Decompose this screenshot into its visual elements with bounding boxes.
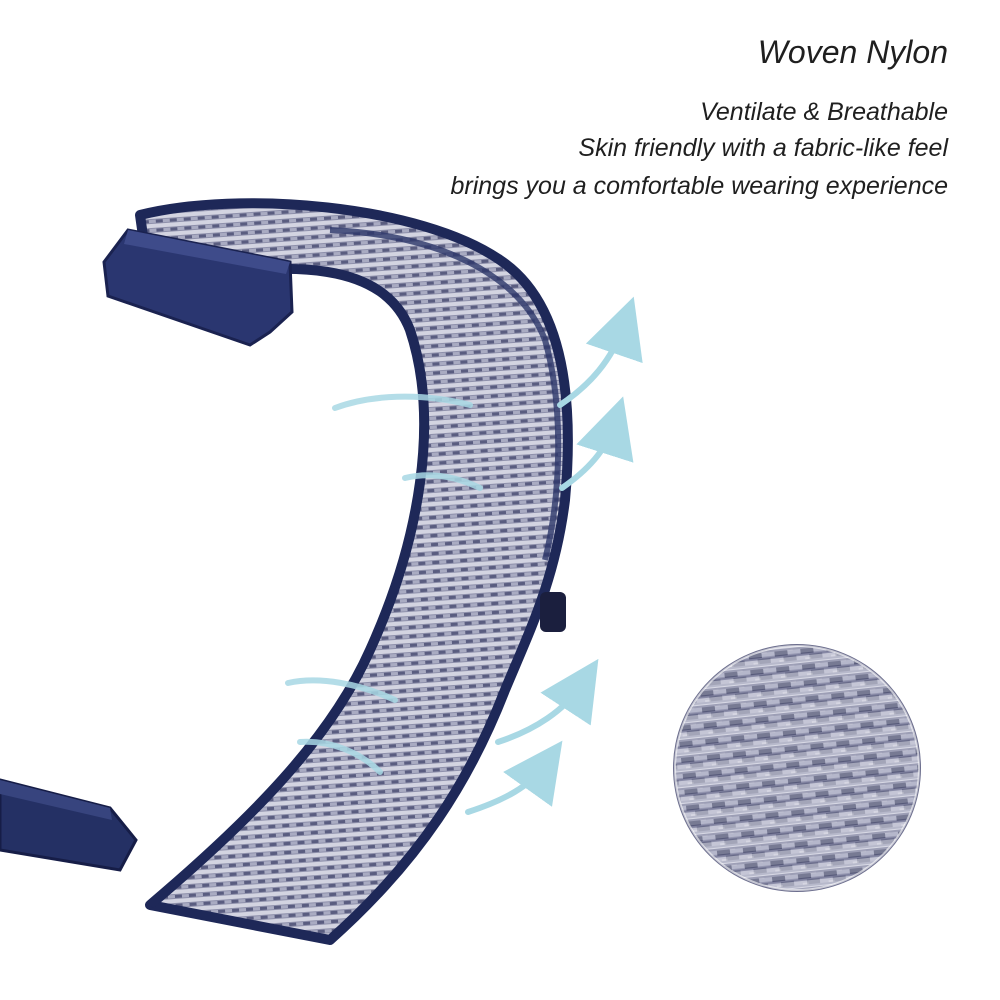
airflow-arrow-icon	[285, 677, 398, 703]
airflow-arrow-icon	[557, 296, 643, 408]
bottom-connector	[0, 778, 138, 872]
airflow-arrow-icon	[332, 393, 473, 411]
airflow-arrows-left	[285, 393, 483, 775]
airflow-arrow-icon	[465, 740, 563, 815]
top-connector	[102, 228, 294, 347]
airflow-arrow-icon	[559, 396, 634, 491]
airflow-arrow-icon	[297, 738, 383, 775]
feature-text: Ventilate & Breathable	[700, 98, 948, 126]
band-edge-binding	[147, 264, 429, 909]
band-loop	[135, 198, 573, 945]
strap-pin	[540, 592, 566, 632]
feature-text: brings you a comfortable wearing experie…	[450, 172, 949, 200]
airflow-arrows-right	[465, 296, 643, 815]
heading-text: Woven Nylon	[757, 34, 948, 70]
airflow-arrow-icon	[495, 658, 599, 745]
weave-closeup	[673, 644, 921, 892]
airflow-arrow-icon	[402, 472, 483, 491]
feature-text: Skin friendly with a fabric-like feel	[578, 134, 948, 162]
